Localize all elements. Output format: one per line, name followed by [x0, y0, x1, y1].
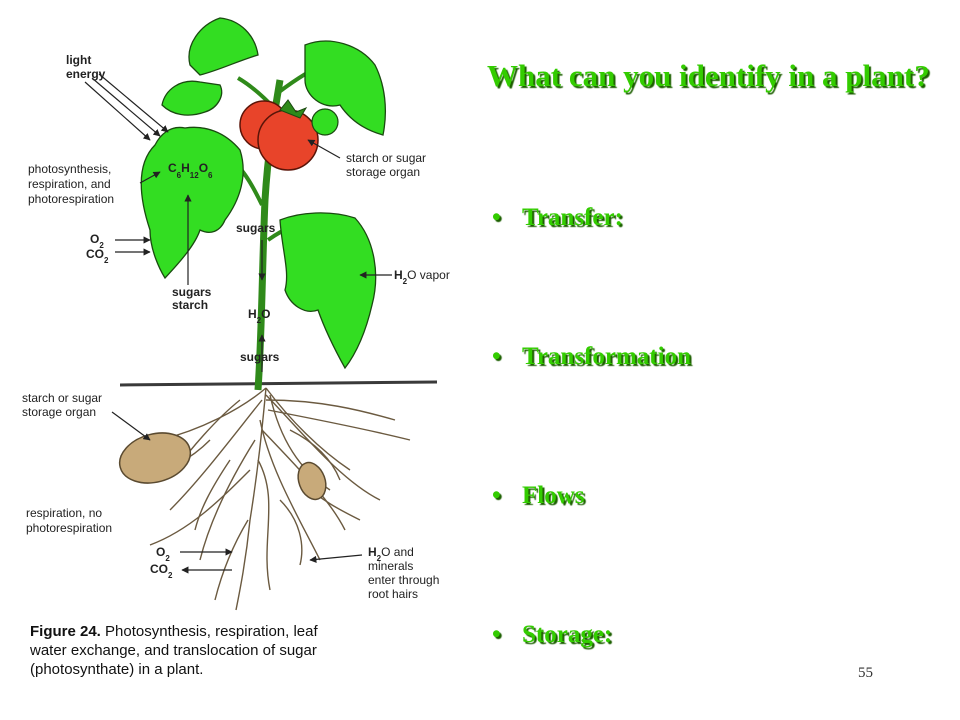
- plant-diagram: light energy photosynthesis, respiration…: [22, 17, 450, 678]
- plant-leaves: [140, 17, 387, 370]
- fruit-storage-label: starch or sugar storage organ: [346, 151, 429, 179]
- bullet-flows: •Flows: [492, 482, 585, 509]
- figure-caption: Figure 24. Photosynthesis, respiration, …: [29, 623, 322, 678]
- oxygen-label-leaf: O2: [90, 232, 104, 250]
- bullet-storage: •Storage:: [492, 621, 613, 648]
- co2-label-root: CO2: [150, 562, 173, 580]
- bullet-transfer: •Transfer:: [492, 204, 623, 231]
- light-energy-label: light energy: [66, 53, 106, 81]
- stem-sugars-lower-label: sugars: [240, 350, 280, 364]
- potato-tuber: [118, 432, 192, 484]
- page-number: 55: [858, 665, 873, 681]
- process-label: photosynthesis, respiration, and photore…: [28, 162, 115, 206]
- sugars-starch-label: sugars starch: [172, 285, 215, 312]
- tomato-fruit: [239, 99, 339, 171]
- ground-line: [119, 380, 438, 387]
- small-tuber: [297, 461, 327, 501]
- co2-label-leaf: CO2: [86, 247, 109, 265]
- slide-title: What can you identify in a plant?: [487, 58, 930, 93]
- bullet-transformation: •Transformation: [492, 343, 691, 370]
- root-respiration-label: respiration, no photorespiration: [26, 506, 112, 535]
- diagram-arrows: [84, 73, 392, 574]
- root-water-label: H2O and minerals enter through root hair…: [368, 545, 443, 601]
- stem-sugars-label: sugars: [236, 221, 276, 235]
- root-storage-label: starch or sugar storage organ: [22, 391, 105, 419]
- oxygen-label-root: O2: [156, 545, 170, 563]
- h2o-vapor-label: H2O vapor: [394, 268, 450, 286]
- stem-water-label: H2O: [248, 307, 270, 325]
- glucose-formula: C6H12O6: [168, 161, 213, 180]
